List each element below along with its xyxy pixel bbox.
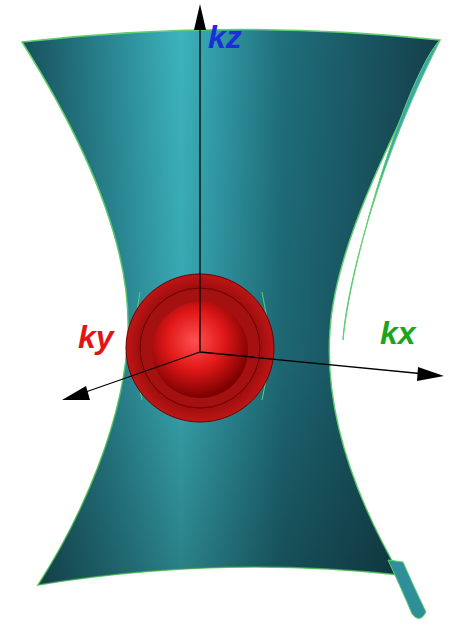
axis-label: ky bbox=[78, 320, 114, 355]
surface-body bbox=[22, 29, 440, 585]
arrowhead bbox=[417, 367, 444, 381]
axis-label: kz bbox=[208, 20, 242, 55]
axes bbox=[62, 4, 444, 400]
kx-axis bbox=[200, 352, 425, 374]
kz-axis bbox=[199, 22, 200, 352]
arrowhead bbox=[194, 4, 206, 30]
surface-cut-edge bbox=[343, 40, 440, 340]
axis-label: kx bbox=[380, 316, 416, 351]
ky-axis bbox=[80, 352, 200, 394]
hyperboloid-surface bbox=[22, 29, 440, 618]
surface-tail bbox=[388, 560, 426, 619]
arrowhead bbox=[62, 386, 90, 400]
surface-shading bbox=[22, 29, 440, 585]
